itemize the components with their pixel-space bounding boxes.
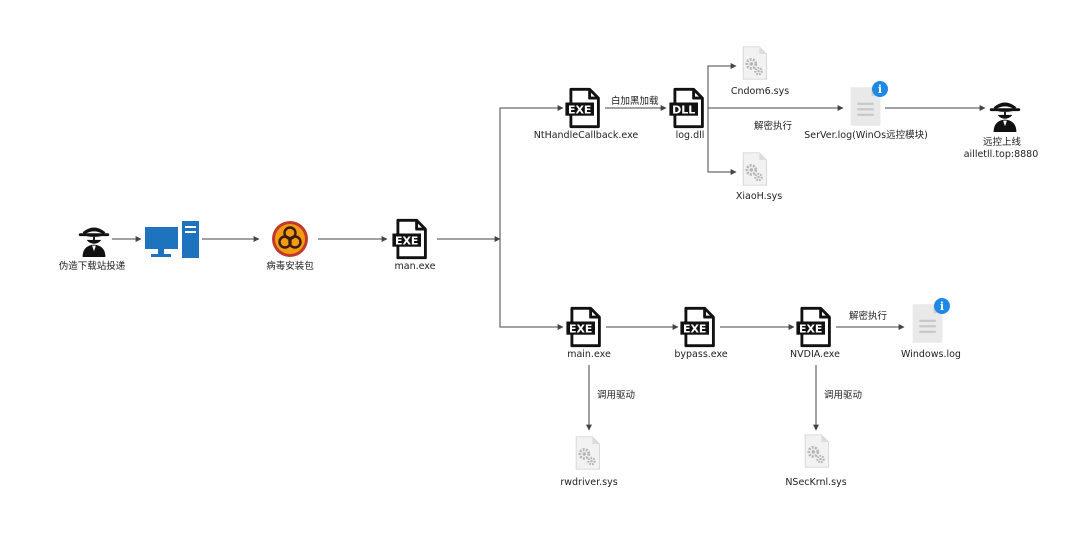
server-log-label: SerVer.log(WinOs远控模块): [804, 130, 928, 141]
rwdriver-label: rwdriver.sys: [560, 477, 618, 488]
exe-file-icon-nvidia: [794, 306, 831, 348]
dll-file-icon-log: [667, 87, 704, 129]
cndom6-label: Cndom6.sys: [730, 86, 790, 97]
c2-title-label: 远控上线: [982, 137, 1022, 148]
log-dll-label: log.dll: [675, 130, 705, 141]
exe-file-icon-man: [390, 218, 427, 260]
edge-label-call-driver-2: 调用驱动: [824, 390, 863, 401]
edge-label-decrypt-exec-2: 解密执行: [849, 311, 888, 322]
man-exe-label: man.exe: [394, 261, 436, 272]
info-icon-windows: i: [934, 298, 950, 314]
virus-package-label: 病毒安装包: [266, 261, 314, 272]
spy-icon: [78, 227, 110, 257]
sys-file-icon-nseckrnl: [803, 433, 830, 469]
edge-label-white-black-load: 白加黑加载: [611, 96, 659, 107]
exe-file-icon-bypass: [678, 306, 715, 348]
bypass-exe-label: bypass.exe: [674, 349, 728, 360]
attacker-label: 伪造下载站投递: [58, 261, 126, 272]
nseckrnl-label: NSecKrnl.sys: [785, 477, 847, 488]
edge-label-decrypt-exec-1: 解密执行: [754, 121, 793, 132]
edge-label-call-driver-1: 调用驱动: [597, 390, 636, 401]
edge-logdll-cndom6: [707, 63, 737, 108]
sys-file-icon-rwdriver: [574, 435, 601, 471]
svg-text:i: i: [878, 83, 882, 96]
info-icon-server: i: [872, 81, 888, 97]
windows-log-label: Windows.log: [901, 349, 961, 360]
main-exe-label: main.exe: [567, 349, 611, 360]
edge-branch-main: [499, 239, 564, 330]
xiaoh-label: XiaoH.sys: [735, 191, 783, 202]
nvidia-exe-label: NVDIA.exe: [790, 349, 840, 360]
svg-text:i: i: [940, 300, 944, 313]
computer-icon: [145, 221, 199, 258]
biohazard-icon: [272, 221, 308, 257]
exe-file-icon-nthandle: [563, 87, 600, 129]
edge-logdll-xiaoh: [707, 108, 737, 175]
spy-icon-c2: [989, 102, 1021, 132]
exe-file-icon-main: [564, 306, 601, 348]
sys-file-icon-cndom6: [741, 45, 768, 81]
c2-host-label: ailletll.top:8880: [963, 149, 1039, 160]
edge-branch-nthandle: [499, 105, 564, 239]
connectors: [112, 63, 986, 431]
sys-file-icon-xiaoh: [741, 151, 768, 187]
nthandle-label: NtHandleCallback.exe: [533, 130, 639, 141]
